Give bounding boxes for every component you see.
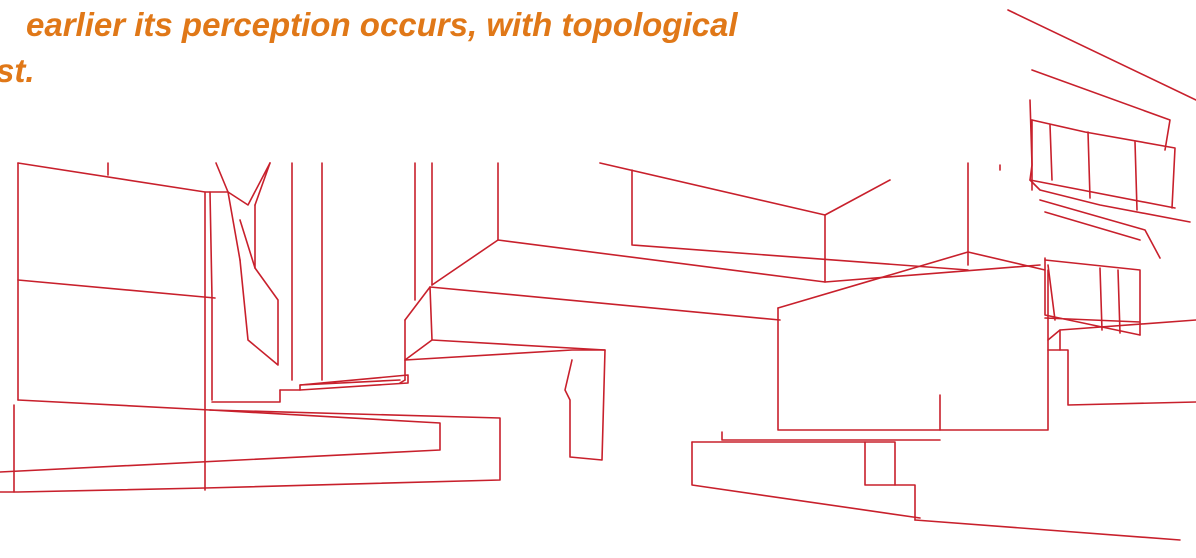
left-columns (107, 162, 433, 403)
caption-line-1: earlier its perception occurs, with topo… (26, 6, 738, 43)
central-steps (299, 239, 1041, 461)
front-step-block (691, 441, 1181, 541)
central-right-building (721, 251, 1049, 441)
caption-text: earlier its perception occurs, with topo… (0, 2, 737, 94)
upper-roof (497, 162, 1001, 283)
right-building (1007, 9, 1196, 406)
caption-line-2: st. (0, 52, 35, 89)
left-building (0, 162, 501, 493)
